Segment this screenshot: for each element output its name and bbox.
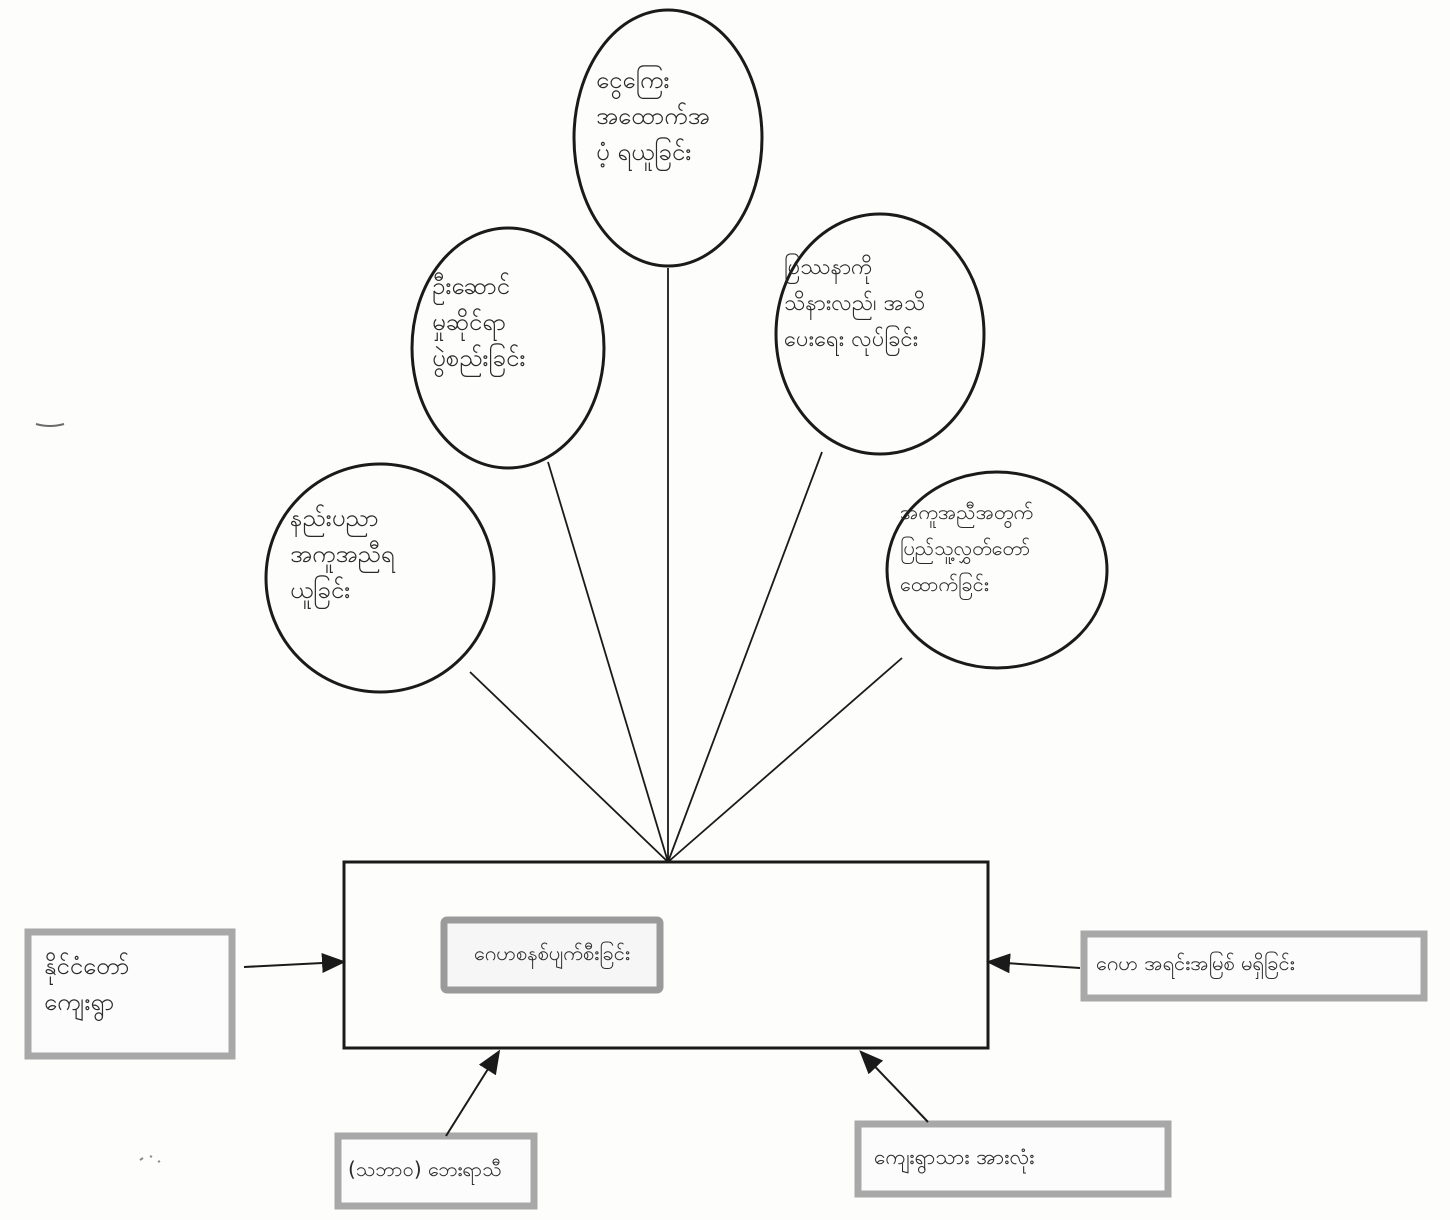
arrow-bottom-left	[445, 1049, 501, 1137]
oval-upper-left-text: ဦးဆောင် မှုဆိုင်ရာ ပွဲစည်းခြင်း	[432, 272, 526, 372]
input-box-right-frame	[1080, 930, 1428, 1002]
connector-lower-left	[469, 671, 669, 863]
oval-upper-left	[410, 226, 606, 470]
input-box-left-frame	[24, 928, 236, 1060]
oval-lower-right-text: အကူအညီအတွက် ပြည်သူ့လွှတ်တော် ထောက်ခြင်း	[900, 500, 1034, 596]
input-box-bottom-right-frame	[854, 1120, 1172, 1198]
arrow-right	[986, 953, 1081, 974]
oval-lower-left-text: နည်းပညာ အကူအညီရ ယူခြင်း	[290, 504, 395, 604]
input-box-bottom-left-frame	[334, 1132, 538, 1210]
connector-upper-right	[667, 451, 823, 863]
arrow-left	[243, 953, 346, 974]
connector-lower-right	[667, 657, 903, 863]
center-label: ဂေဟစနစ်ပျက်စီးခြင်း	[474, 941, 630, 965]
paper-mark-left	[35, 423, 65, 427]
connector-upper-left	[547, 461, 669, 863]
oval-lower-right	[885, 470, 1109, 670]
oval-upper-right-text: ပြဿနာကို သိနားလည်၊ အသိ ပေးရေး လုပ်ခြင်း	[784, 255, 926, 352]
center-label-frame	[440, 916, 664, 994]
input-box-bottom-right-label: ကျေးရွာသား အားလုံး	[874, 1145, 1035, 1169]
arrow-bottom-right	[859, 1050, 929, 1123]
oval-upper-right	[774, 212, 986, 456]
input-box-right-label: ဂေဟ အရင်းအမြစ် မရှိခြင်း	[1096, 951, 1295, 975]
input-box-left-label: နိုင်ငံတော် ကျေးရွာ	[44, 952, 130, 1016]
oval-top	[572, 8, 764, 268]
oval-lower-left	[264, 462, 496, 694]
oval-top-text: ငွေကြေး အထောက်အ ပံ့ ရယူခြင်း	[596, 66, 710, 166]
paper-dots	[139, 1155, 161, 1163]
input-box-bottom-left-label: (သဘာဝ) ဘေးရာသီ	[348, 1157, 502, 1181]
